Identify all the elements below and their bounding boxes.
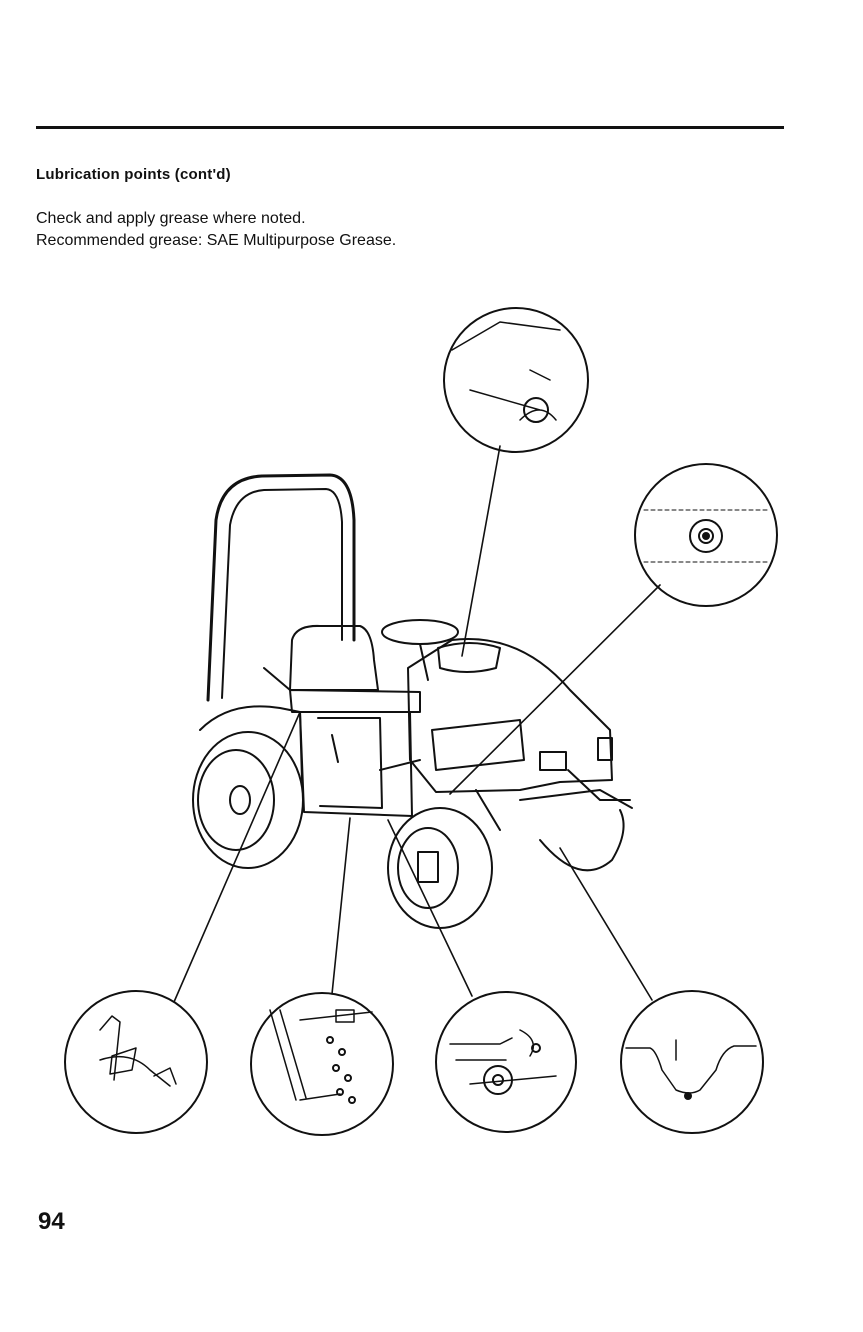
detail-brake-linkage	[251, 993, 393, 1135]
page-number: 94	[38, 1208, 65, 1236]
detail-front-pivot-fitting	[621, 991, 763, 1133]
tractor-drawing	[193, 475, 632, 928]
detail-front-axle-center	[635, 464, 777, 606]
detail-steering-pivot	[444, 308, 588, 452]
leader-lines	[174, 446, 660, 1002]
detail-steering-knuckle	[436, 992, 576, 1132]
detail-pedal-shaft	[65, 991, 207, 1133]
